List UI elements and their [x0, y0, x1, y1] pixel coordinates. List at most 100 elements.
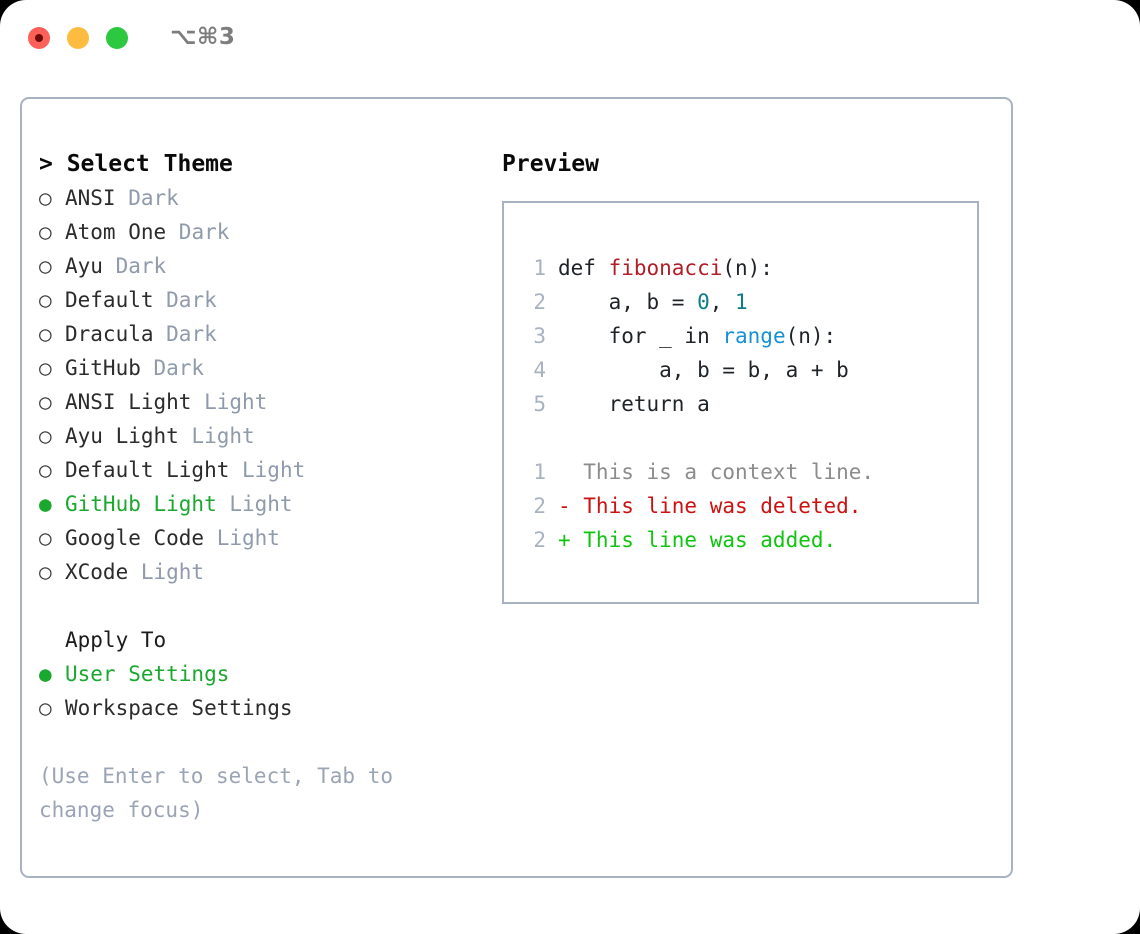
code-line: 1 def fibonacci(n): [518, 251, 874, 285]
radio-selected-icon: ● [39, 662, 52, 686]
minimize-button[interactable] [67, 27, 89, 49]
theme-option-label: Google Code [65, 526, 205, 550]
theme-option-variant: Dark [153, 322, 217, 346]
apply-to-list: ● User Settings ○ Workspace Settings [39, 657, 479, 725]
radio-unselected-icon: ○ [39, 696, 52, 720]
radio-unselected-icon: ○ [39, 288, 52, 312]
code-token-plain: a, b = [558, 290, 698, 314]
theme-option-label: Default Light [65, 458, 230, 482]
radio-unselected-icon: ○ [39, 424, 52, 448]
line-number: 3 [533, 324, 546, 348]
title-bar: ⌥⌘3 [0, 0, 1140, 78]
code-token-num: 1 [735, 290, 748, 314]
theme-option-variant: Dark [153, 288, 217, 312]
apply-to-option-user-settings[interactable]: ● User Settings [39, 657, 479, 691]
code-token-plain: , [709, 290, 736, 314]
radio-unselected-icon: ○ [39, 322, 52, 346]
diff-text-add: + This line was added. [558, 528, 837, 552]
line-number: 2 [533, 290, 546, 314]
diff-line: 1 This is a context line. [518, 455, 874, 489]
theme-option-github[interactable]: ○ GitHub Dark [39, 351, 479, 385]
theme-option-variant: Light [229, 458, 306, 482]
theme-option-label: GitHub Light [65, 492, 217, 516]
radio-unselected-icon: ○ [39, 390, 52, 414]
close-button[interactable] [28, 27, 50, 49]
theme-option-variant: Light [191, 390, 268, 414]
code-token-plain: for _ in [558, 324, 723, 348]
theme-option-label: Default [65, 288, 154, 312]
radio-unselected-icon: ○ [39, 254, 52, 278]
code-token-num: 0 [697, 290, 710, 314]
apply-to-header: Apply To [65, 628, 167, 652]
apply-to-option-label: User Settings [65, 662, 230, 686]
radio-unselected-icon: ○ [39, 526, 52, 550]
theme-option-variant: Light [204, 526, 280, 550]
theme-option-variant: Dark [102, 254, 167, 278]
code-token-plain: (n): [722, 256, 773, 280]
diff-line: 2 - This line was deleted. [518, 489, 874, 523]
theme-option-xcode[interactable]: ○XCode Light [39, 555, 479, 589]
select-theme-header: > Select Theme [39, 151, 233, 177]
theme-option-variant: Dark [166, 220, 230, 244]
theme-option-ayu-light[interactable]: ○Ayu Light Light [39, 419, 479, 453]
code-line: 5 return a [518, 387, 874, 421]
code-line: 4 a, b = b, a + b [518, 353, 874, 387]
maximize-button[interactable] [106, 27, 128, 49]
radio-unselected-icon: ○ [39, 186, 52, 210]
theme-list: ○ ANSI Dark ○ Atom One Dark ○ Ayu Dark ○ Defaul… [39, 181, 479, 589]
radio-unselected-icon: ○ [39, 356, 52, 380]
preview-header: Preview [502, 151, 599, 177]
line-number: 2 [533, 494, 546, 518]
theme-option-github-light[interactable]: ● GitHub Light Light [39, 487, 479, 521]
theme-option-label: ANSI Light [65, 390, 192, 414]
code-line: 2 a, b = 0, 1 [518, 285, 874, 319]
theme-option-label: XCode [65, 560, 129, 584]
line-number: 4 [533, 358, 546, 382]
code-spacer [518, 421, 874, 455]
theme-option-label: Dracula [65, 322, 154, 346]
theme-option-label: Ayu [65, 254, 103, 278]
line-number: 2 [533, 528, 546, 552]
theme-option-variant: Light [216, 492, 293, 516]
apply-to-option-label: Workspace Settings [65, 696, 293, 720]
theme-option-ansi[interactable]: ○ ANSI Dark [39, 181, 479, 215]
line-number: 1 [533, 460, 546, 484]
theme-option-label: ANSI [65, 186, 116, 210]
code-token-func: fibonacci [608, 256, 723, 280]
theme-option-variant: Dark [140, 356, 205, 380]
apply-to-section: Apply To ● User Settings ○ Workspace Settin… [39, 623, 479, 725]
code-line: 3 for _ in range(n): [518, 319, 874, 353]
code-token-plain: (n): [785, 324, 837, 348]
radio-unselected-icon: ○ [39, 560, 52, 584]
keyboard-shortcut-label: ⌥⌘3 [170, 24, 236, 50]
traffic-light-buttons [28, 27, 128, 49]
keyboard-hint-text: (Use Enter to select, Tab to change focu… [39, 764, 394, 822]
diff-text-del: - This line was deleted. [558, 494, 862, 518]
code-token-plain: a, b = b, a + b [558, 358, 849, 382]
theme-option-variant: Light [178, 424, 255, 448]
theme-option-default[interactable]: ○ Default Dark [39, 283, 479, 317]
line-number: 1 [533, 256, 546, 280]
theme-option-dracula[interactable]: ○ Dracula Dark [39, 317, 479, 351]
apply-to-option-workspace-settings[interactable]: ○ Workspace Settings [39, 691, 479, 725]
code-token-plain: def [558, 256, 609, 280]
theme-selection-column: > Select Theme ○ANSI Dark○Atom One Dark○… [39, 147, 479, 827]
theme-option-label: Atom One [65, 220, 167, 244]
radio-unselected-icon: ○ [39, 220, 52, 244]
code-token-plain: return a [558, 392, 710, 416]
theme-option-ayu[interactable]: ○ Ayu Dark [39, 249, 479, 283]
diff-text-context: This is a context line. [558, 460, 875, 484]
radio-selected-icon: ● [39, 492, 52, 516]
theme-option-google-code[interactable]: ○ Google Code Light [39, 521, 479, 555]
theme-option-atom-one[interactable]: ○ Atom One Dark [39, 215, 479, 249]
radio-unselected-icon: ○ [39, 458, 52, 482]
code-token-builtin: range [722, 324, 786, 348]
theme-option-default-light[interactable]: ○ Default Light Light [39, 453, 479, 487]
line-number: 5 [533, 392, 546, 416]
theme-option-label: GitHub [65, 356, 141, 380]
theme-option-variant: Dark [115, 186, 179, 210]
theme-option-ansi-light[interactable]: ○ ANSI Light Light [39, 385, 479, 419]
